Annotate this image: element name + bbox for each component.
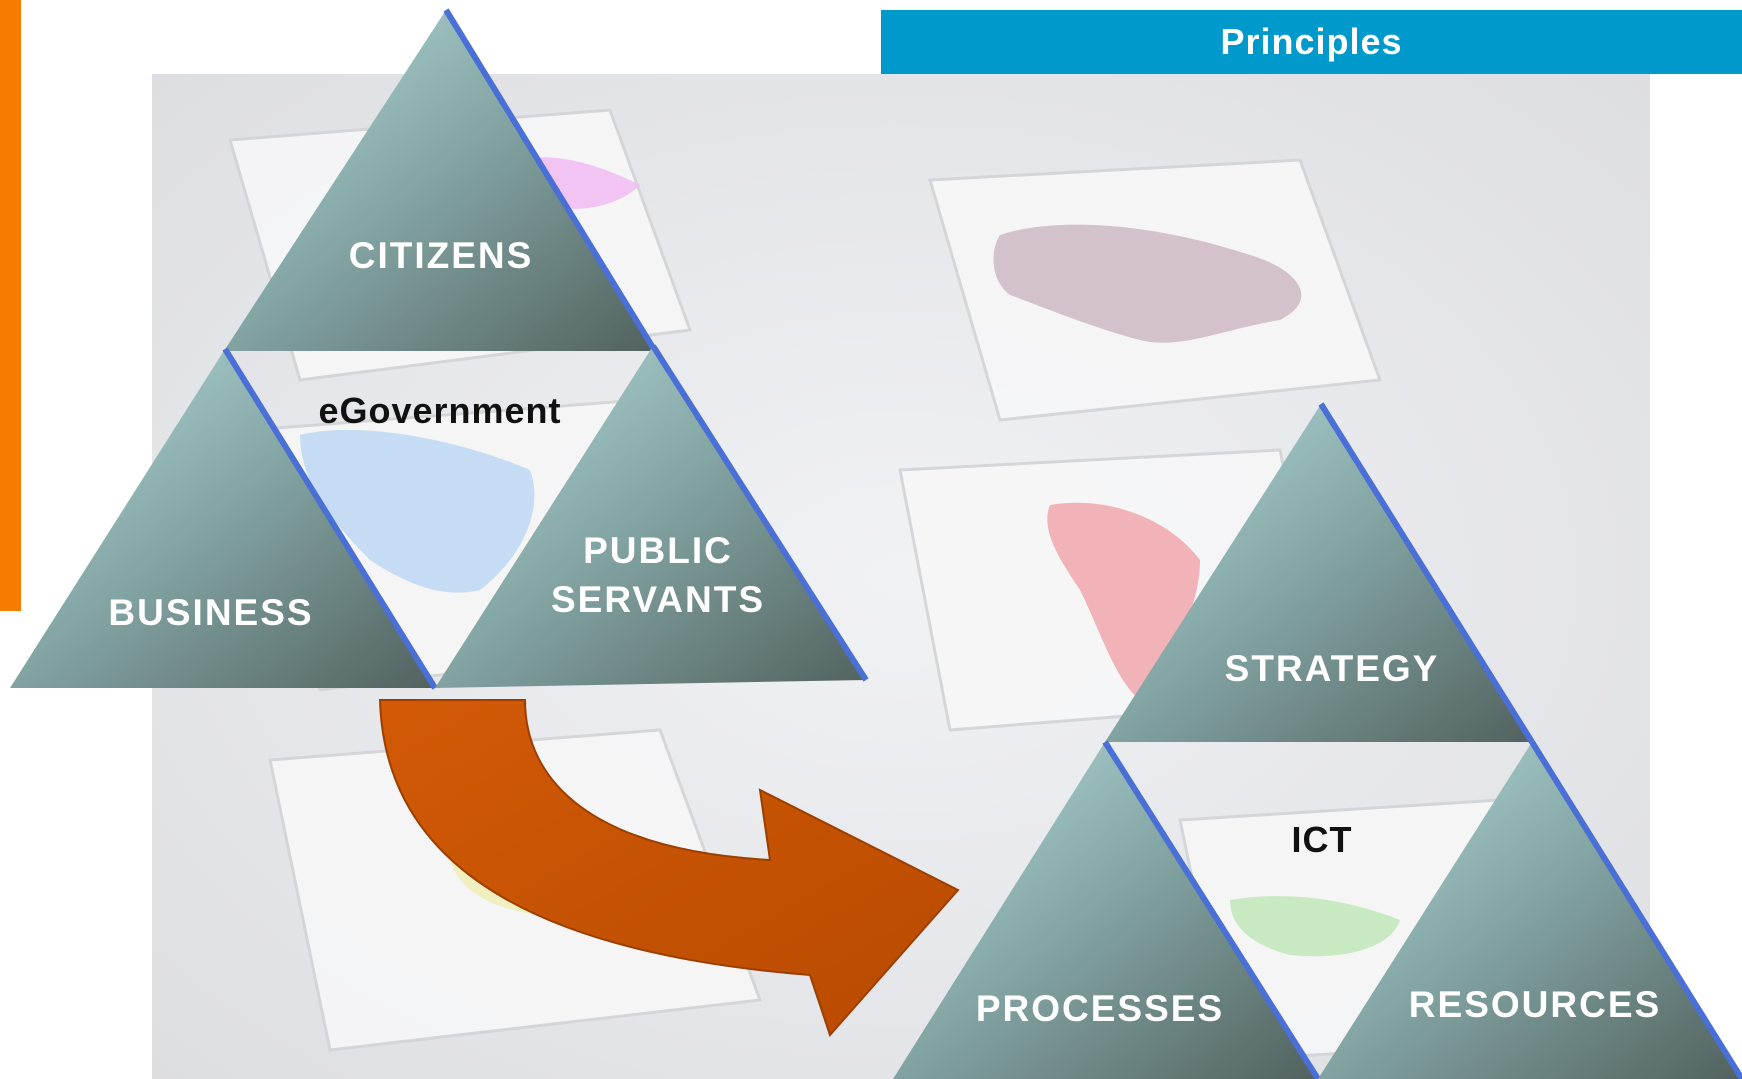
label-citizens: CITIZENS <box>349 235 534 276</box>
label-public-servants-line1: PUBLIC <box>583 530 733 571</box>
egovernment-triad: CITIZENS BUSINESS PUBLIC SERVANTS eGover… <box>10 8 869 690</box>
label-public-servants-line2: SERVANTS <box>551 579 765 620</box>
triangle-processes <box>893 742 1318 1079</box>
ict-triad: STRATEGY PROCESSES RESOURCES ICT <box>893 402 1742 1079</box>
triangle-citizens <box>224 10 655 351</box>
label-business: BUSINESS <box>108 592 313 633</box>
curved-arrow-icon <box>378 699 960 1037</box>
label-processes: PROCESSES <box>976 988 1224 1029</box>
accent-side-bar <box>0 0 21 611</box>
triangle-public-servants <box>435 346 866 688</box>
triangle-strategy <box>1105 404 1532 742</box>
section-title: Principles <box>1220 21 1403 62</box>
triangle-resources <box>1318 742 1742 1079</box>
label-ict: ICT <box>1292 819 1353 860</box>
triangle-business <box>10 349 435 688</box>
label-egovernment: eGovernment <box>318 390 561 431</box>
label-resources: RESOURCES <box>1409 984 1661 1025</box>
label-strategy: STRATEGY <box>1225 648 1440 689</box>
section-header: Principles <box>881 10 1742 74</box>
